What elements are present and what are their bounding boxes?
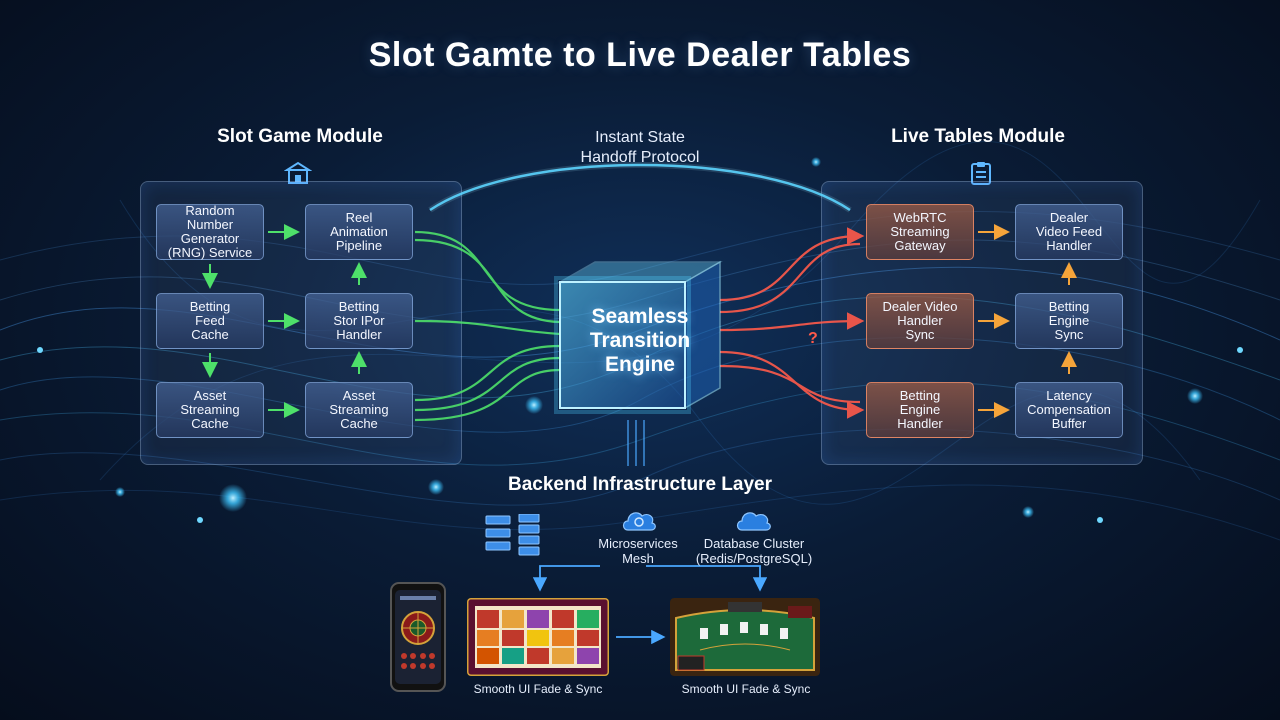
box-line: Handler xyxy=(1036,239,1102,253)
live-module-title: Live Tables Module xyxy=(858,126,1098,148)
box-line: Streaming xyxy=(890,225,949,239)
box-line: Pipeline xyxy=(330,239,388,253)
handoff-protocol-label: Instant State Handoff Protocol xyxy=(540,128,740,168)
box-line: Cache xyxy=(329,417,388,431)
database-cluster-label: Database Cluster (Redis/PostgreSQL) xyxy=(688,536,820,566)
cloud-icon xyxy=(620,506,658,537)
box-line: Betting xyxy=(897,389,943,403)
box-line: Random Number xyxy=(161,204,259,232)
slot-module-title: Slot Game Module xyxy=(180,126,420,148)
roulette-wheel-icon xyxy=(392,584,444,690)
box-line: Handler xyxy=(883,314,958,328)
box-line: Handler xyxy=(333,328,384,342)
transition-engine-label[interactable]: Seamless Transition Engine xyxy=(560,305,720,377)
box-line: Generator xyxy=(161,232,259,246)
box-line: Streaming xyxy=(180,403,239,417)
box-line: Compensation xyxy=(1027,403,1111,417)
box-line: Streaming xyxy=(329,403,388,417)
table-caption: Smooth UI Fade & Sync xyxy=(668,682,824,696)
box-line: Engine xyxy=(1049,314,1089,328)
box-line: Betting xyxy=(190,300,230,314)
handoff-line: Handoff Protocol xyxy=(540,148,740,168)
label-line: (Redis/PostgreSQL) xyxy=(688,551,820,566)
microservices-label: Microservices Mesh xyxy=(580,536,696,566)
box-line: Dealer Video xyxy=(883,300,958,314)
handoff-line: Instant State xyxy=(540,128,740,148)
database-cloud-icon xyxy=(734,506,774,537)
engine-line: Seamless xyxy=(560,305,720,329)
box-line: Latency xyxy=(1027,389,1111,403)
live-table-thumbnail xyxy=(670,598,820,676)
box-line: Sync xyxy=(883,328,958,342)
label-line: Database Cluster xyxy=(688,536,820,551)
server-rack-icon xyxy=(485,514,555,563)
backend-title: Backend Infrastructure Layer xyxy=(440,474,840,496)
box-line: Asset xyxy=(180,389,239,403)
box-line: Gateway xyxy=(890,239,949,253)
page-title: Slot Gamte to Live Dealer Tables xyxy=(0,36,1280,75)
box-line: Stor IPor xyxy=(333,314,384,328)
box-line: Video Feed xyxy=(1036,225,1102,239)
box-line: Betting xyxy=(333,300,384,314)
box-line: Animation xyxy=(330,225,388,239)
box-line: Betting xyxy=(1049,300,1089,314)
box-line: Buffer xyxy=(1027,417,1111,431)
engine-line: Engine xyxy=(560,353,720,377)
box-line: Reel xyxy=(330,211,388,225)
box-line: (RNG) Service xyxy=(161,246,259,260)
slot-machine-thumbnail xyxy=(467,598,609,676)
box-line: Engine xyxy=(897,403,943,417)
slot-caption: Smooth UI Fade & Sync xyxy=(460,682,616,696)
box-line: Cache xyxy=(180,417,239,431)
box-line: Dealer xyxy=(1036,211,1102,225)
label-line: Microservices xyxy=(580,536,696,551)
box-line: Handler xyxy=(897,417,943,431)
engine-line: Transition xyxy=(560,329,720,353)
box-line: Sync xyxy=(1049,328,1089,342)
box-line: WebRTC xyxy=(890,211,949,225)
label-line: Mesh xyxy=(580,551,696,566)
box-line: Asset xyxy=(329,389,388,403)
phone-mockup xyxy=(390,582,446,692)
box-line: Cache xyxy=(190,328,230,342)
box-line: Feed xyxy=(190,314,230,328)
